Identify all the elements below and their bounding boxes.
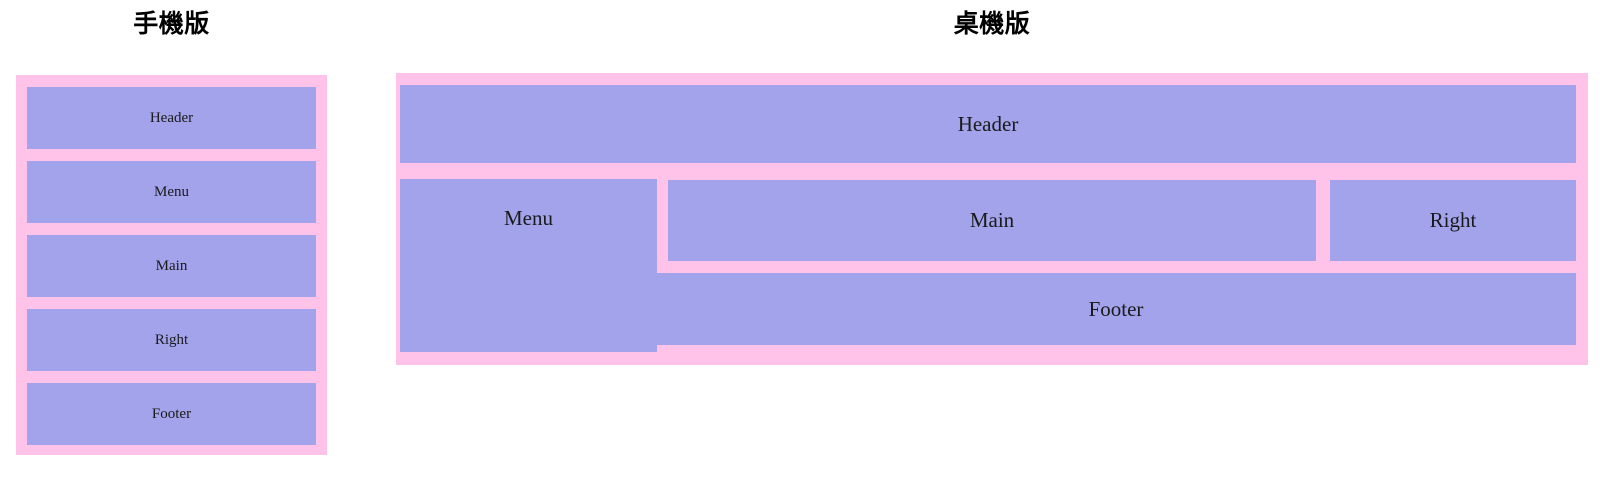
desktop-section-title: 桌機版 [953,10,1031,38]
mobile-region-menu: Menu [27,161,316,223]
desktop-region-header: Header [400,85,1576,163]
desktop-region-main: Main [668,180,1316,261]
mobile-region-footer: Footer [27,383,316,445]
desktop-region-right: Right [1330,180,1576,261]
mobile-region-main: Main [27,235,316,297]
mobile-region-header: Header [27,87,316,149]
mobile-section-title: 手機版 [133,10,210,38]
mobile-region-right: Right [27,309,316,371]
desktop-region-menu: Menu [400,179,657,352]
desktop-region-footer: Footer [656,273,1576,345]
